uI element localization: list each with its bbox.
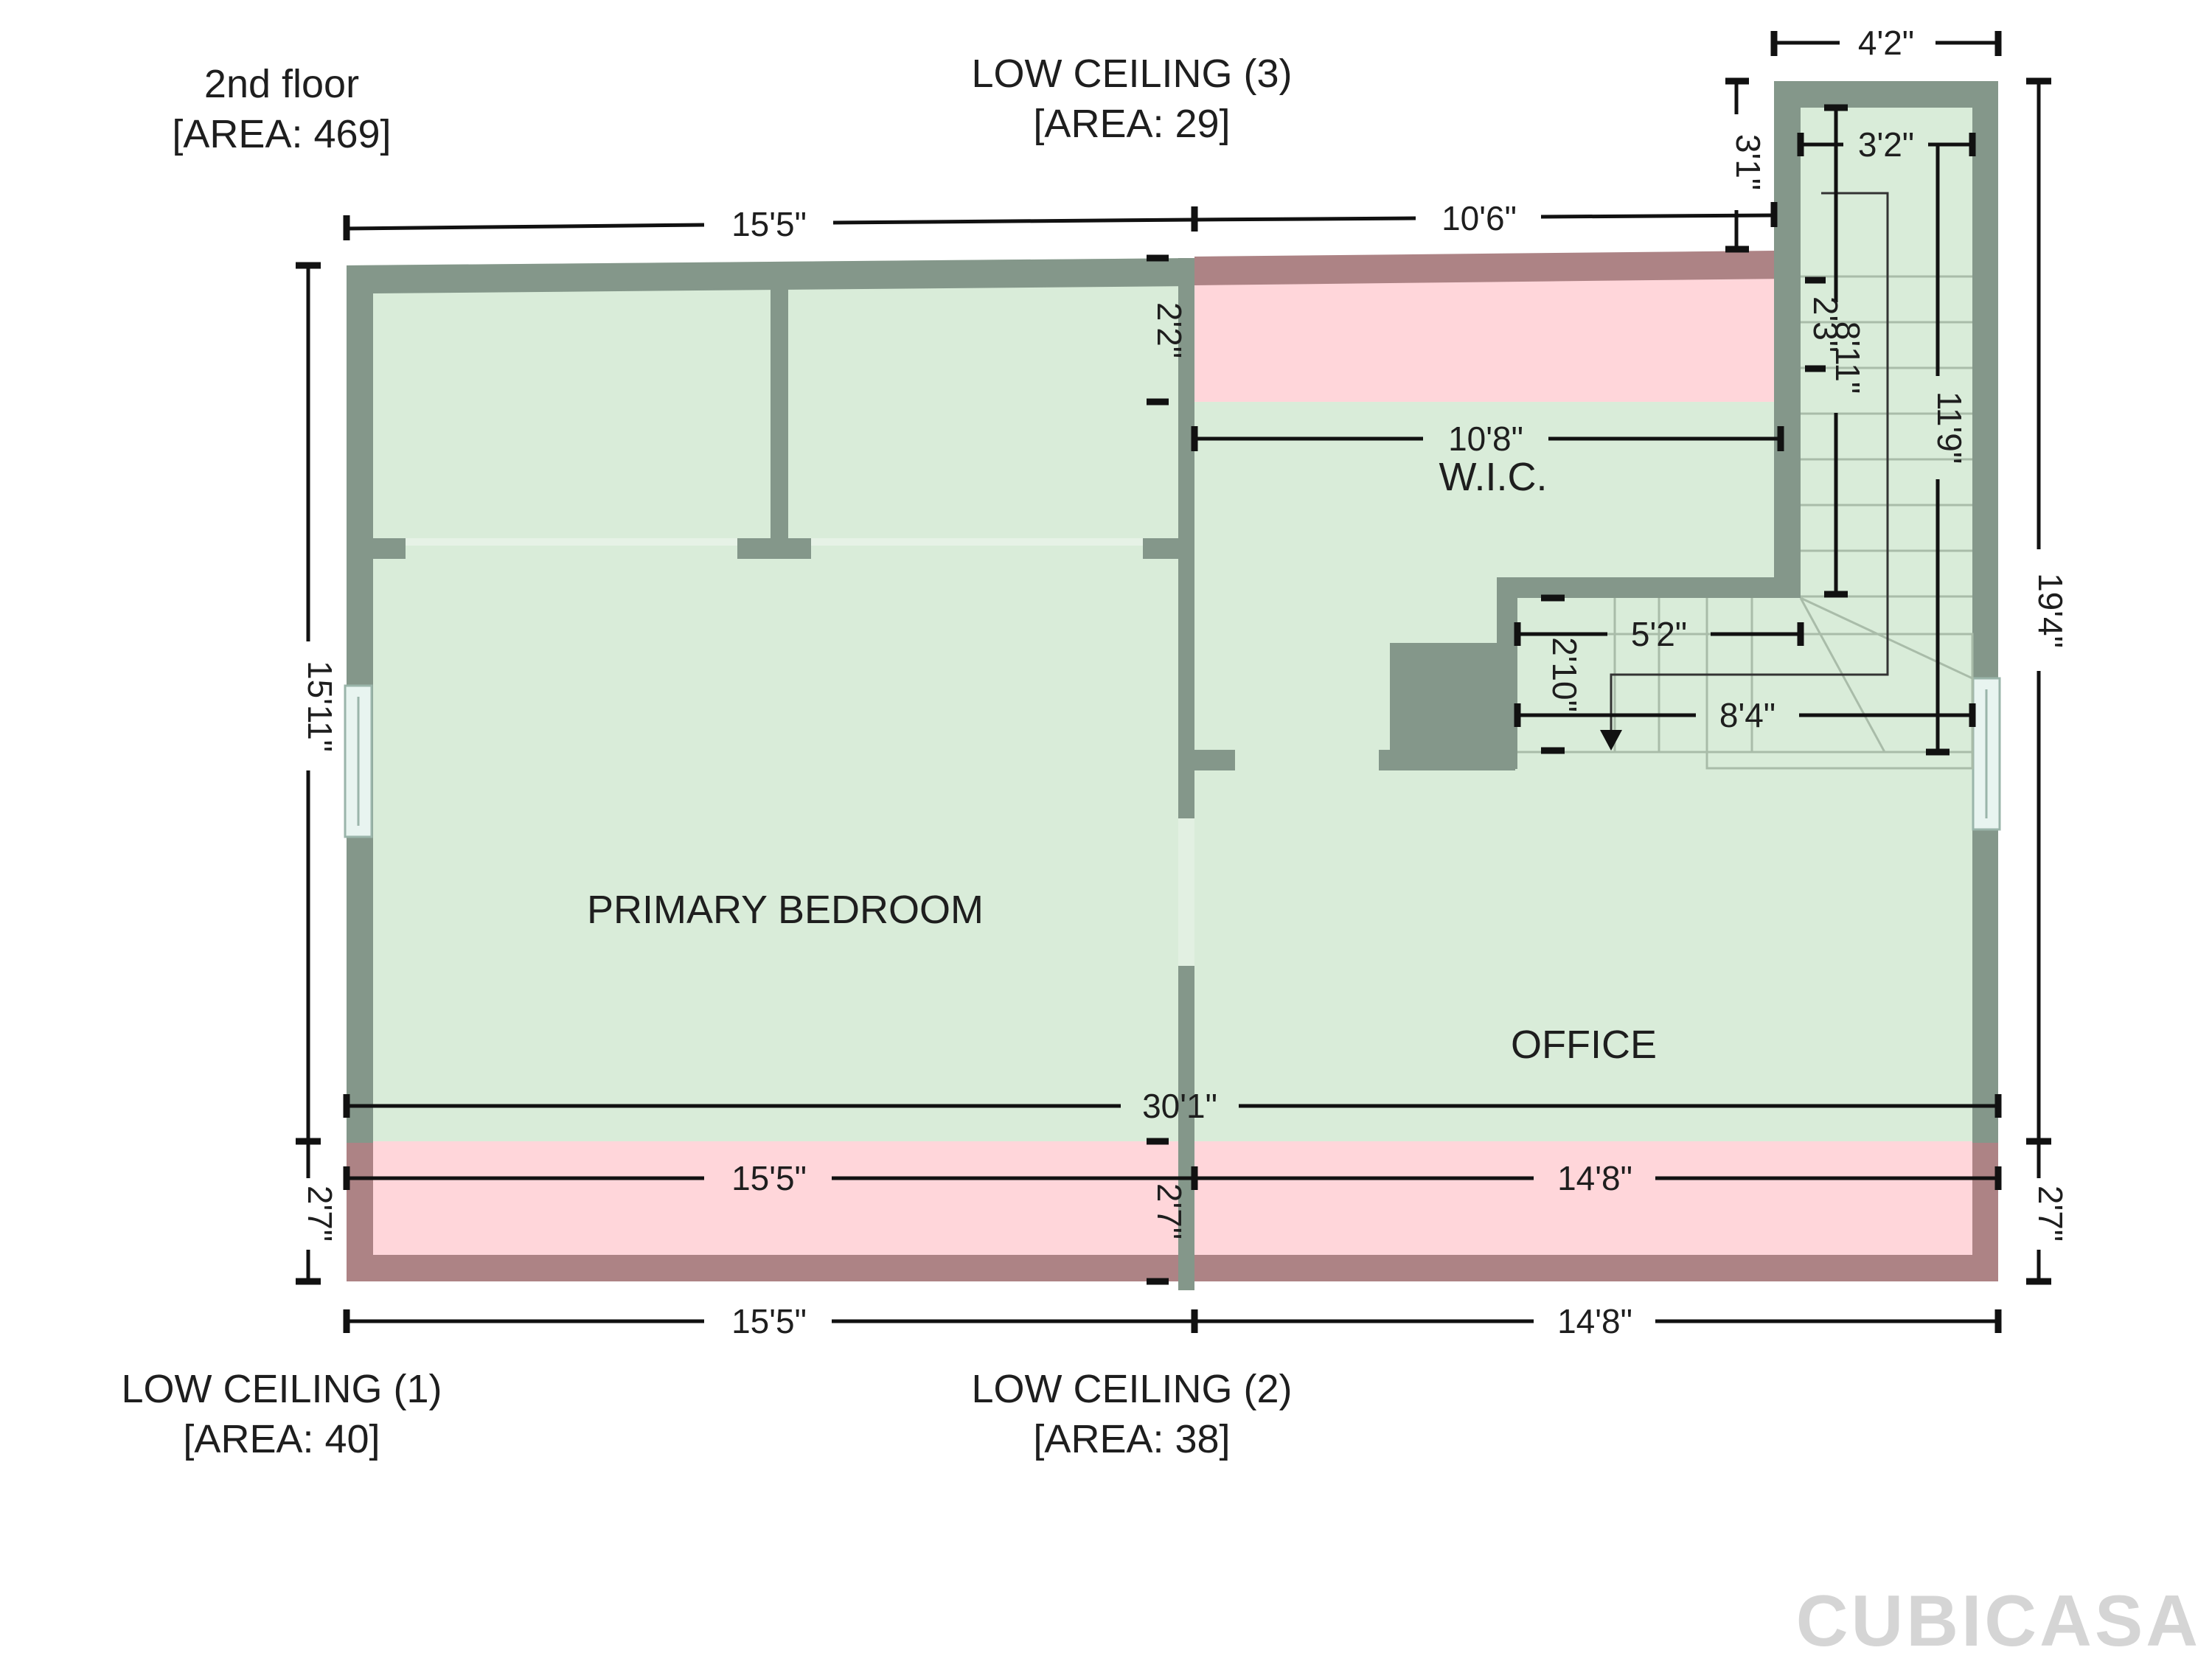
bedroom-closet-opening-right [811, 538, 1143, 546]
walls [347, 81, 1998, 1290]
dim-lc-right-depth: 2'7" [2031, 1186, 2070, 1242]
right-window [1972, 677, 2001, 831]
dim-left-height: 15'11" [301, 661, 339, 752]
dimension-labels: 15'5" 10'6" 4'2" 3'2" 3'1" 8'11" 2'3" 11… [301, 24, 2070, 1340]
dim-bottom-left: 15'5" [731, 1302, 807, 1340]
stair-direction-arrow [1600, 192, 1889, 751]
dim-overall-width: 30'1" [1142, 1087, 1217, 1125]
low-ceiling-bottom-wall [347, 1255, 1998, 1281]
low-ceiling-3-wall [1194, 251, 1784, 285]
bedroom-closet-opening [406, 538, 737, 546]
dim-stair-run: 11'9" [1930, 392, 1969, 464]
dim-landing-run: 8'4" [1719, 696, 1775, 734]
dim-landing-depth: 2'10" [1545, 637, 1584, 712]
dim-stair-inner: 3'2" [1858, 125, 1914, 164]
dim-lc-left-depth: 2'7" [301, 1186, 339, 1242]
dim-stair-length: 8'11" [1829, 321, 1867, 394]
floor-area: [AREA: 469] [172, 112, 391, 156]
dim-lc-left-width: 15'5" [731, 1159, 807, 1197]
left-window [344, 684, 373, 838]
dim-lc-center-depth: 2'7" [1150, 1183, 1189, 1239]
low-ceiling-right-wall [1972, 1141, 1998, 1281]
floor-name: 2nd floor [204, 62, 359, 106]
room-primary-bedroom: PRIMARY BEDROOM [587, 888, 984, 932]
dim-lc3-depth: 2'2" [1150, 302, 1189, 358]
dim-landing-width: 5'2" [1631, 615, 1687, 653]
dim-top-right: 10'6" [1441, 199, 1517, 237]
low-ceiling-left-wall [347, 1141, 373, 1281]
dim-stair-small: 2'3" [1806, 296, 1845, 352]
room-wic: W.I.C. [1439, 455, 1548, 499]
low-ceiling-1-name: LOW CEILING (1) [121, 1367, 442, 1411]
room-office: OFFICE [1511, 1023, 1657, 1067]
low-ceiling-3-area-label: [AREA: 29] [1033, 102, 1230, 146]
low-ceiling-3-name: LOW CEILING (3) [971, 52, 1292, 96]
dim-right-height: 19'4" [2031, 573, 2070, 648]
low-ceiling-2-name: LOW CEILING (2) [971, 1367, 1292, 1411]
low-ceiling-2-area-label: [AREA: 38] [1033, 1417, 1230, 1461]
low-ceiling-1-area-label: [AREA: 40] [183, 1417, 380, 1461]
main-floor-area [347, 258, 1194, 1141]
dim-stair-width: 4'2" [1858, 24, 1914, 62]
dim-top-left: 15'5" [731, 205, 807, 243]
brand-logo: CUBICASA [1796, 1580, 2201, 1653]
dim-wic-width: 10'8" [1448, 420, 1523, 458]
office-doorway [1178, 818, 1194, 966]
dim-stair-offset: 3'1" [1729, 134, 1767, 190]
dim-lc-right-width: 14'8" [1557, 1159, 1632, 1197]
dim-bottom-right: 14'8" [1557, 1302, 1632, 1340]
dimension-lines [296, 31, 2051, 1333]
office-floor-area [1194, 81, 1998, 1141]
